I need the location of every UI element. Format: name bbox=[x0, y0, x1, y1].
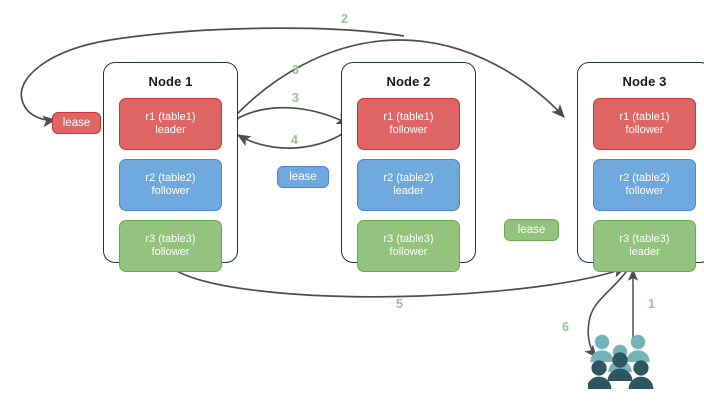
replica-name: r1 (table1) bbox=[383, 110, 434, 123]
replica-node2-r1[interactable]: r1 (table1) follower bbox=[357, 98, 460, 150]
node-title: Node 1 bbox=[148, 74, 193, 89]
lease-badge-blue[interactable]: lease bbox=[277, 166, 329, 188]
step-label-1: 1 bbox=[648, 297, 655, 311]
replica-name: r1 (table1) bbox=[619, 110, 670, 123]
replica-node2-r2[interactable]: r2 (table2) leader bbox=[357, 159, 460, 211]
node-card-3[interactable]: Node 3 r1 (table1) follower r2 (table2) … bbox=[577, 62, 704, 272]
replica-role: follower bbox=[625, 124, 664, 136]
lease-badge-red[interactable]: lease bbox=[52, 112, 101, 134]
replica-role: follower bbox=[151, 185, 190, 197]
node-title: Node 3 bbox=[622, 74, 667, 89]
replica-node2-r3[interactable]: r3 (table3) follower bbox=[357, 220, 460, 272]
replica-name: r3 (table3) bbox=[145, 232, 196, 245]
replica-node1-r1[interactable]: r1 (table1) leader bbox=[119, 98, 222, 150]
users-front-row bbox=[588, 352, 654, 389]
step-label-2: 2 bbox=[341, 12, 348, 26]
replica-role: follower bbox=[151, 246, 190, 258]
step-label-3b: 3 bbox=[292, 91, 299, 105]
node-card-2[interactable]: Node 2 r1 (table1) follower r2 (table2) … bbox=[341, 62, 476, 272]
replica-name: r3 (table3) bbox=[383, 232, 434, 245]
replica-role: leader bbox=[393, 185, 424, 197]
users-icon bbox=[588, 334, 654, 389]
replica-name: r3 (table3) bbox=[619, 232, 670, 245]
step-label-5: 5 bbox=[396, 297, 403, 311]
replica-role: follower bbox=[625, 185, 664, 197]
lease-badge-green[interactable]: lease bbox=[504, 219, 559, 241]
replica-node3-r2[interactable]: r2 (table2) follower bbox=[593, 159, 696, 211]
replica-node3-r3[interactable]: r3 (table3) leader bbox=[593, 220, 696, 272]
step-label-6: 6 bbox=[562, 320, 569, 334]
step-label-4: 4 bbox=[291, 133, 298, 147]
replica-name: r2 (table2) bbox=[383, 171, 434, 184]
users-back-row bbox=[590, 334, 650, 372]
replica-role: leader bbox=[155, 124, 186, 136]
replica-name: r1 (table1) bbox=[145, 110, 196, 123]
replica-name: r2 (table2) bbox=[619, 171, 670, 184]
replica-role: follower bbox=[389, 246, 428, 258]
replica-node3-r1[interactable]: r1 (table1) follower bbox=[593, 98, 696, 150]
replica-role: leader bbox=[629, 246, 660, 258]
replica-name: r2 (table2) bbox=[145, 171, 196, 184]
arrow-step-3-short bbox=[225, 106, 351, 127]
replica-role: follower bbox=[389, 124, 428, 136]
replica-node1-r2[interactable]: r2 (table2) follower bbox=[119, 159, 222, 211]
node-card-1[interactable]: Node 1 r1 (table1) leader r2 (table2) fo… bbox=[103, 62, 238, 272]
node-title: Node 2 bbox=[386, 74, 431, 89]
step-label-3a: 3 bbox=[292, 63, 299, 77]
replica-node1-r3[interactable]: r3 (table3) follower bbox=[119, 220, 222, 272]
